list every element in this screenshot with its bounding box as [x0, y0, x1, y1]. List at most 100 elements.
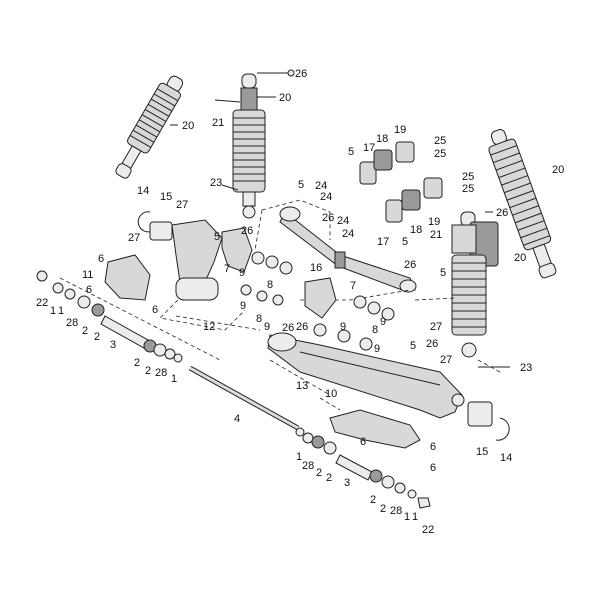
label-5c: 5 [348, 146, 354, 158]
clamp-assembly-upper [359, 141, 415, 185]
label-18a: 18 [376, 133, 388, 145]
label-23b: 23 [520, 362, 532, 374]
label-shock-tc: 20 [279, 92, 291, 104]
label-1f: 1 [412, 511, 418, 523]
label-2b: 2 [94, 331, 100, 343]
label-27c: 27 [430, 321, 442, 333]
shock-absorber-right [488, 129, 557, 279]
label-25a: 25 [434, 135, 446, 147]
label-3a: 3 [110, 339, 116, 351]
label-8c: 8 [372, 324, 378, 336]
label-shock-r: 20 [552, 164, 564, 176]
label-25c: 25 [462, 171, 474, 183]
label-26h: 26 [426, 338, 438, 350]
rubber-stop-right [467, 401, 510, 441]
label-26b: 26 [241, 225, 253, 237]
label-23a: 23 [210, 177, 222, 189]
label-shock-rc: 20 [514, 252, 526, 264]
label-26d: 26 [322, 212, 334, 224]
swing-arm [267, 332, 465, 419]
shock-absorber-top-left [115, 75, 184, 179]
pin-assembly-lower [295, 427, 431, 509]
mounting-bracket-left [159, 219, 246, 331]
label-24a: 24 [315, 180, 327, 192]
label-15b: 15 [476, 446, 488, 458]
label-9e: 9 [380, 316, 386, 328]
clamp-assembly-lower [385, 177, 443, 223]
label-8a: 8 [267, 279, 273, 291]
label-18b: 18 [410, 224, 422, 236]
label-13: 13 [296, 380, 308, 392]
label-7b: 7 [350, 280, 356, 292]
label-28a: 28 [66, 317, 78, 329]
label-5a: 5 [214, 231, 220, 243]
label-1a: 1 [50, 305, 56, 317]
label-25d: 25 [462, 183, 474, 195]
label-7a: 7 [224, 263, 230, 275]
label-26g: 26 [296, 321, 308, 333]
label-6b: 6 [86, 284, 92, 296]
side-plate-lower [319, 397, 421, 449]
axle-long [188, 365, 300, 431]
label-2f: 2 [326, 472, 332, 484]
label-24b: 24 [320, 191, 332, 203]
shock-absorber-right-center [451, 211, 510, 368]
label-2h: 2 [380, 503, 386, 515]
label-15a: 15 [160, 191, 172, 203]
label-27d: 27 [440, 354, 452, 366]
stabiliser-bar [254, 199, 417, 301]
center-bracket-upper [221, 227, 293, 306]
label-6d: 6 [360, 436, 366, 448]
label-1e: 1 [404, 511, 410, 523]
label-21b: 21 [430, 229, 442, 241]
label-28d: 28 [390, 505, 402, 517]
label-27a: 27 [176, 199, 188, 211]
label-2g: 2 [370, 494, 376, 506]
shock-absorber-top-center [214, 69, 295, 219]
label-5d: 5 [402, 236, 408, 248]
label-14a: 14 [137, 185, 149, 197]
label-6e: 6 [430, 441, 436, 453]
part-number-labels: 20 20 20 20 26 21 23 27 14 15 27 6 11 6 … [36, 68, 564, 536]
label-26e: 26 [496, 207, 508, 219]
label-shock-tl: 20 [182, 120, 194, 132]
label-6f: 6 [430, 462, 436, 474]
rubber-stop-left [137, 211, 173, 241]
label-26a: 26 [295, 68, 307, 80]
label-25b: 25 [434, 148, 446, 160]
label-17a: 17 [363, 142, 375, 154]
label-14b: 14 [500, 452, 512, 464]
label-9d: 9 [340, 321, 346, 333]
label-2d: 2 [145, 365, 151, 377]
label-16: 16 [310, 262, 322, 274]
label-4: 4 [234, 413, 240, 425]
label-9c: 9 [264, 321, 270, 333]
label-24d: 24 [342, 228, 354, 240]
label-5b: 5 [298, 179, 304, 191]
label-22b: 22 [422, 524, 434, 536]
assembly-guide-lines [175, 297, 501, 396]
label-19a: 19 [394, 124, 406, 136]
label-1c: 1 [171, 373, 177, 385]
label-9a: 9 [239, 267, 245, 279]
label-21a: 21 [212, 117, 224, 129]
side-plate-left [104, 254, 151, 301]
label-6a: 6 [98, 253, 104, 265]
label-26c: 26 [282, 322, 294, 334]
label-28c: 28 [302, 460, 314, 472]
label-8b: 8 [256, 313, 262, 325]
label-2a: 2 [82, 325, 88, 337]
label-27b: 27 [128, 232, 140, 244]
label-2c: 2 [134, 357, 140, 369]
label-11: 11 [82, 269, 93, 281]
label-5f: 5 [410, 340, 416, 352]
label-24c: 24 [337, 215, 349, 227]
label-9f: 9 [374, 343, 380, 355]
label-5e: 5 [440, 267, 446, 279]
label-12: 12 [203, 321, 215, 333]
label-10: 10 [325, 388, 337, 400]
label-1d: 1 [296, 451, 302, 463]
label-3b: 3 [344, 477, 350, 489]
